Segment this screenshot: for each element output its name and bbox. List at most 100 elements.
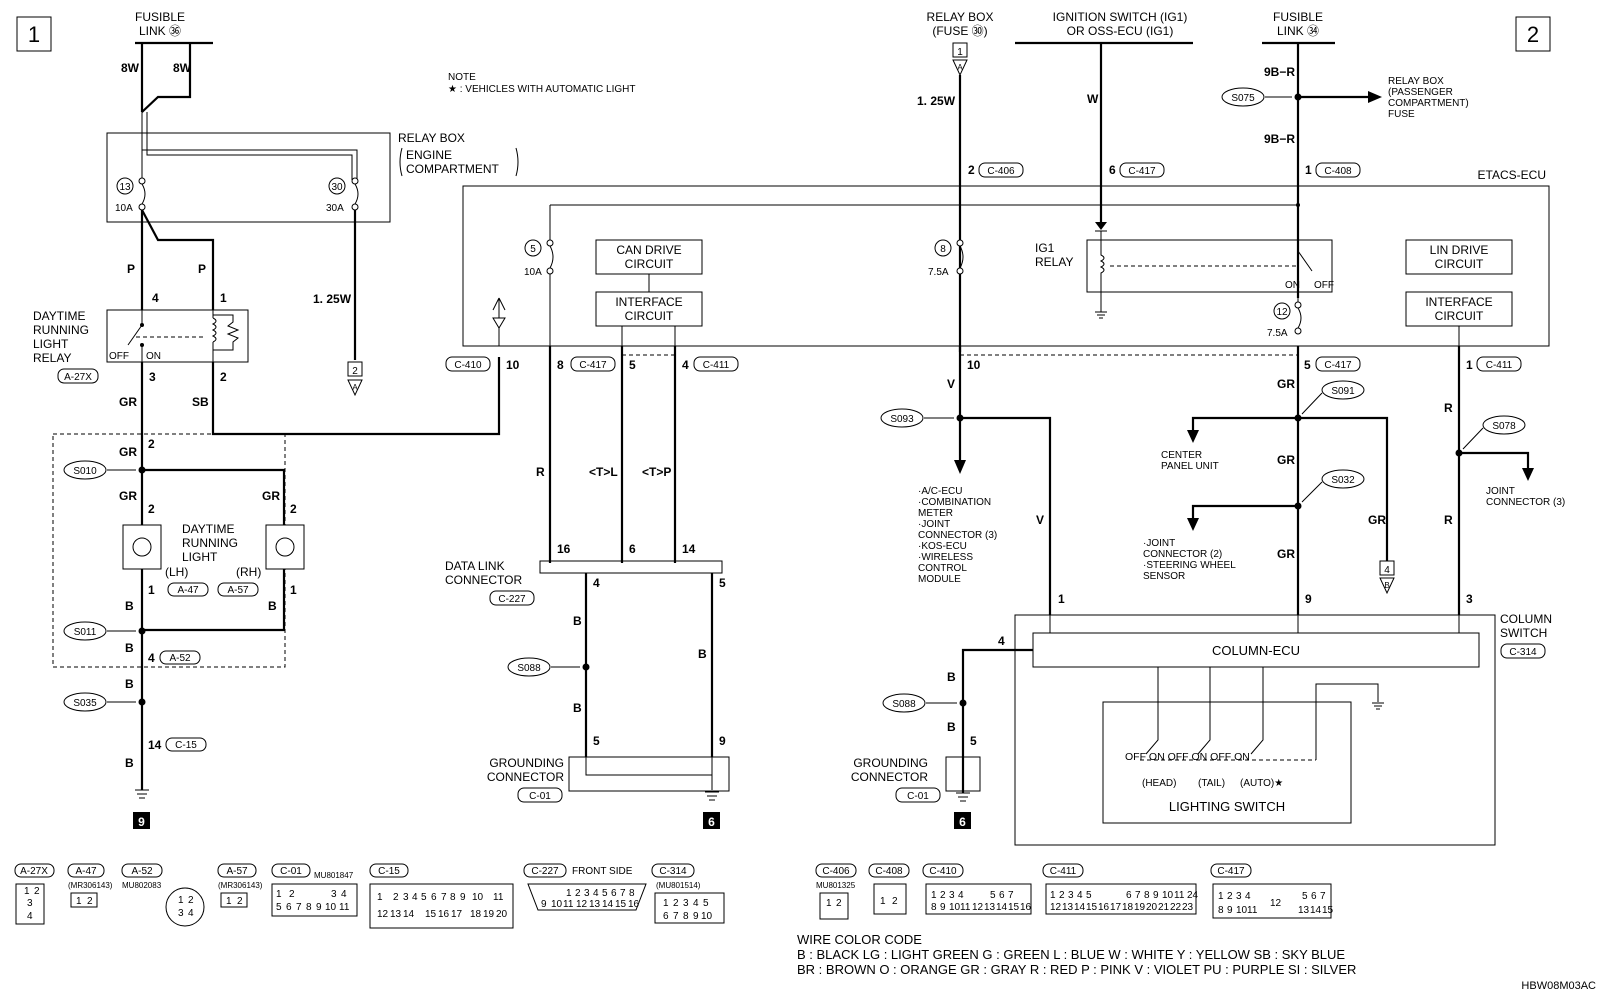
legend-pin: 10 <box>949 902 961 913</box>
legend-pin: 6 <box>999 890 1005 901</box>
connector-c417-b: C-417 <box>1324 360 1352 371</box>
fuse-13-badge <box>116 177 134 195</box>
legend-pin: 23 <box>1182 902 1194 913</box>
legend-pin: 9 <box>316 902 322 913</box>
wire-label: B <box>573 614 582 628</box>
pin-label: 10 <box>967 358 981 372</box>
legend-connector-a57 <box>220 892 248 908</box>
wire-label: GR <box>119 395 137 409</box>
wire-v-column <box>960 416 1052 615</box>
relay-box-engine <box>106 132 391 223</box>
relay-box-pc: FUSE <box>1388 109 1415 120</box>
interface-label: INTERFACE <box>1425 295 1492 309</box>
legend-pin: 10 <box>551 899 563 910</box>
wire-b-column <box>961 648 1033 793</box>
wire-label: B <box>573 701 582 715</box>
destination-item: METER <box>918 508 953 519</box>
legend-label: C-410 <box>929 866 957 877</box>
ground-number: 6 <box>959 815 966 829</box>
wire-label: V <box>1036 513 1044 527</box>
ig1-relay-label: RELAY <box>1035 255 1073 269</box>
legend-pin: 14 <box>1074 902 1086 913</box>
wire-label: B <box>268 599 277 613</box>
wire-label: R <box>1444 401 1453 415</box>
legend-pin: 4 <box>693 898 699 909</box>
pin-label: 1 <box>290 583 297 597</box>
option-frame <box>52 433 286 668</box>
wire-label: B <box>125 641 134 655</box>
wire-joint-3 <box>1459 451 1530 470</box>
wire-label: V <box>947 377 955 391</box>
pin-label: 5 <box>970 734 977 748</box>
legend-connector-c410 <box>925 883 1032 915</box>
pin-label: 5 <box>1304 358 1311 372</box>
splice-s035 <box>63 692 107 712</box>
drl-relay-box <box>106 309 249 363</box>
pin-label: 1 <box>1466 358 1473 372</box>
fuse-terminal <box>956 239 964 247</box>
destination-item: ·KOS-ECU <box>918 541 967 552</box>
fuse-8 <box>959 245 964 269</box>
legend-pin: 4 <box>593 888 599 899</box>
fusible-link-36-label-2: LINK ㊱ <box>139 24 181 38</box>
splice-label: S011 <box>74 627 97 638</box>
gnd-conn-label: GROUNDING <box>489 756 564 770</box>
pin-label: 4 <box>682 358 689 372</box>
legend-pin: 4 <box>958 890 964 901</box>
legend-pin: 11 <box>563 899 574 910</box>
legend-pin: 3 <box>1236 891 1242 902</box>
wire-label: SB <box>192 395 209 409</box>
drl-lamp-rh <box>265 524 305 570</box>
legend-pin: 9 <box>541 899 547 910</box>
relay-box-pc: RELAY BOX <box>1388 76 1444 87</box>
legend-pin: 22 <box>1170 902 1182 913</box>
note-title: NOTE <box>448 72 476 83</box>
column-ecu-label: COLUMN-ECU <box>1212 643 1300 658</box>
wire-s032-branch <box>1191 504 1298 520</box>
arrow-icon <box>954 460 966 474</box>
fuse-terminal <box>1294 301 1302 309</box>
legend-pin: 7 <box>1135 890 1141 901</box>
pin-label: 8 <box>557 358 564 372</box>
wire-label: GR <box>1277 377 1295 391</box>
legend-pin: 11 <box>339 902 350 913</box>
relay-box-pc: (PASSENGER <box>1388 87 1453 98</box>
can-drive-label: CIRCUIT <box>625 257 674 271</box>
legend-pin: 17 <box>451 909 463 920</box>
legend-pin: 16 <box>1098 902 1110 913</box>
ig1-off: OFF <box>1314 280 1334 291</box>
fuse-30-badge <box>328 177 346 195</box>
legend-pin: 8 <box>1218 905 1224 916</box>
switch-tail: (TAIL) <box>1198 778 1225 789</box>
legend-pin: 1 <box>1218 891 1224 902</box>
drl-lh-connector: A-47 <box>177 585 199 596</box>
connector-tag <box>1119 162 1165 178</box>
arrow-icon <box>1187 430 1199 443</box>
connector-tag <box>570 356 616 372</box>
legend-pin: 10 <box>325 902 337 913</box>
fuse-30 <box>354 183 359 205</box>
splice-s093 <box>880 408 924 428</box>
junction-dot <box>582 663 590 671</box>
column-switch-box <box>1014 614 1496 846</box>
ground-icon <box>135 789 149 799</box>
legend-pin: 6 <box>1126 890 1132 901</box>
switch-auto: (AUTO)★ <box>1240 778 1283 789</box>
pin-label: 14 <box>682 542 696 556</box>
wire-p-2 <box>141 209 215 310</box>
legend-pin: 6 <box>663 911 669 922</box>
legend-tag <box>1042 863 1084 878</box>
pin-label: 1 <box>1058 592 1065 606</box>
legend-pin: 15 <box>1322 905 1334 916</box>
joint3-label: JOINT <box>1486 486 1515 497</box>
legend-pin: 11 <box>493 892 504 903</box>
drl-relay-label: DAYTIME <box>33 309 85 323</box>
connector-tag <box>1500 643 1546 659</box>
connector-tag <box>217 582 259 597</box>
column-switch-title: SWITCH <box>1500 626 1547 640</box>
drl-lamp-label: LIGHT <box>182 550 218 564</box>
ig1-relay-box <box>1086 239 1333 293</box>
bulb-icon <box>132 537 152 557</box>
offpage-1-box <box>952 42 968 58</box>
pin-label: 2 <box>220 370 227 384</box>
